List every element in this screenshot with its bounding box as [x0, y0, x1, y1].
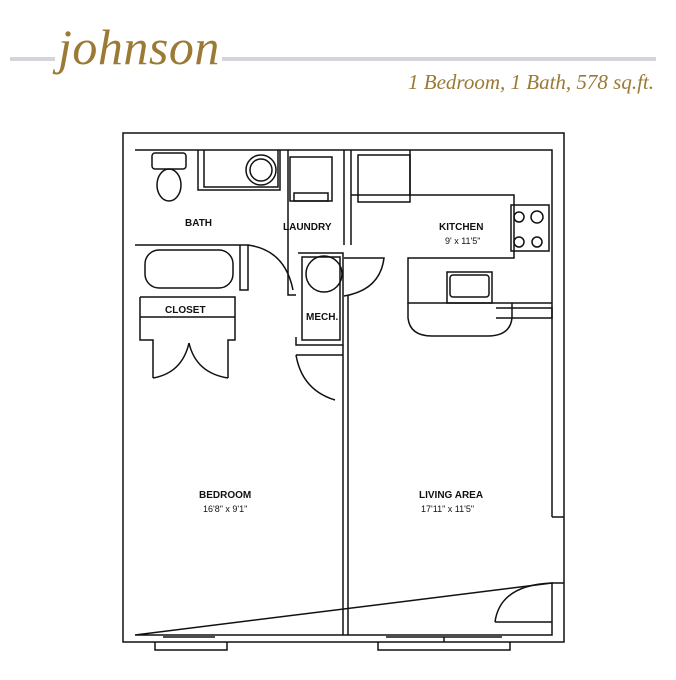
- header-rule-right: [222, 57, 656, 61]
- plan-summary: 1 Bedroom, 1 Bath, 578 sq.ft.: [408, 70, 654, 94]
- bath-door: [247, 244, 294, 291]
- toilet-bowl-icon: [156, 168, 182, 202]
- bedroom-dims: 16'8" x 9'1": [203, 504, 247, 514]
- bath-label: BATH: [185, 218, 212, 229]
- living-dims: 17'11" x 11'5": [421, 504, 474, 514]
- outer-wall: [122, 132, 565, 643]
- header-rule-left: [10, 57, 55, 61]
- bath-sink-icon: [245, 154, 277, 186]
- mech-door: [343, 257, 385, 297]
- closet-door-right: [188, 342, 229, 379]
- living-window: [377, 636, 511, 651]
- closet-door-left: [152, 342, 190, 379]
- plan-name: johnson: [58, 19, 220, 75]
- washer-icon: [289, 156, 333, 202]
- mech-label: MECH.: [306, 312, 338, 323]
- entry-door: [494, 582, 553, 623]
- fridge-icon: [357, 154, 411, 203]
- kitchen-dims: 9' x 11'5": [445, 236, 481, 246]
- stove-icon: [510, 204, 550, 252]
- closet-label: CLOSET: [165, 305, 206, 316]
- bedroom-window: [154, 636, 228, 651]
- entry-door-jamb: [552, 516, 564, 584]
- kitchen-sink-icon: [446, 271, 493, 304]
- bedroom-label: BEDROOM: [199, 490, 251, 501]
- kitchen-label: KITCHEN: [439, 222, 483, 233]
- water-heater-icon: [305, 255, 343, 293]
- bedroom-door: [295, 354, 343, 401]
- peninsula-counter: [407, 303, 553, 337]
- bathtub-icon: [144, 249, 234, 289]
- living-label: LIVING AREA: [419, 490, 483, 501]
- toilet-tank-icon: [151, 152, 187, 170]
- laundry-label: LAUNDRY: [283, 222, 332, 233]
